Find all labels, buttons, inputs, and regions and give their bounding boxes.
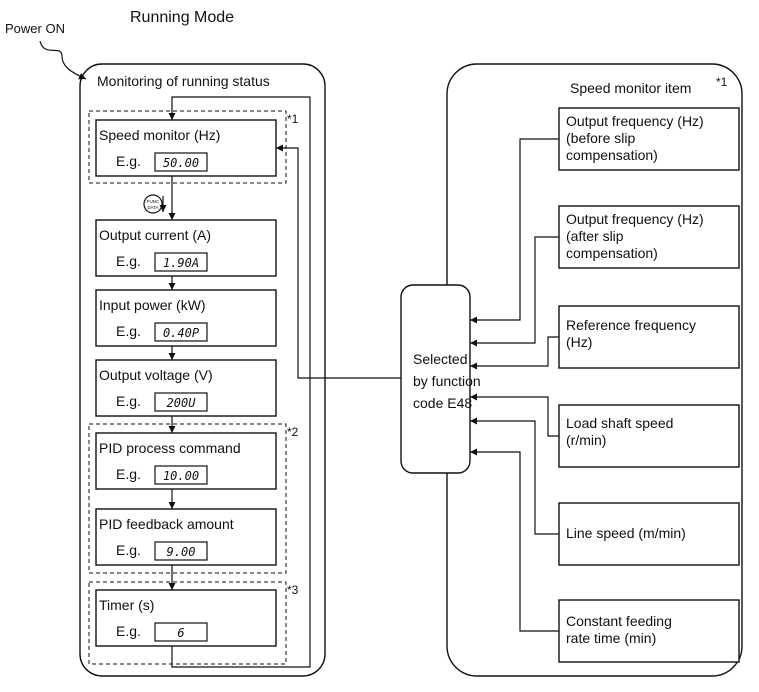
function-code-selector-box	[400, 284, 471, 474]
speed-monitor-label: Speed monitor (Hz)	[99, 127, 220, 143]
func-data-key-icon: FUNC DATA	[143, 194, 163, 214]
arrow-line-speed-to-selector	[470, 417, 559, 535]
arrow-after-slip-to-selector	[470, 236, 559, 347]
pid-command-eg: E.g.	[116, 466, 141, 482]
constant-feeding-time-box	[558, 599, 740, 663]
selector-to-speed-monitor-line	[276, 144, 401, 379]
load-shaft-speed-line-1: Load shaft speed	[566, 415, 673, 431]
output-voltage-example: 200U	[167, 396, 197, 410]
output-current-display	[154, 252, 208, 272]
output-freq-after-slip-line-2: (after slip	[566, 228, 624, 244]
group-1-note: *1	[287, 112, 299, 126]
output-freq-before-slip-box	[558, 107, 740, 171]
input-power-eg: E.g.	[116, 323, 141, 339]
line-speed-line-1: Line speed (m/min)	[566, 525, 686, 541]
speed-monitor-item-label: Speed monitor item	[570, 80, 691, 96]
output-current-example: 1.90A	[163, 256, 199, 270]
arrow-constant-feeding-to-selector	[470, 448, 559, 632]
output-freq-before-slip-line-1: Output frequency (Hz)	[566, 113, 704, 129]
speed-monitor-display	[154, 152, 208, 172]
pid-feedback-eg: E.g.	[116, 542, 141, 558]
return-loop-arrow	[168, 96, 311, 668]
timer-eg: E.g.	[116, 623, 141, 639]
pid-command-label: PID process command	[99, 440, 241, 456]
power-on-label: Power ON	[5, 21, 65, 36]
input-power-display	[154, 322, 208, 342]
arrow-load-shaft-to-selector	[470, 393, 559, 437]
output-freq-after-slip-line-3: compensation)	[566, 245, 658, 261]
reference-frequency-line-1: Reference frequency	[566, 317, 696, 333]
timer-label: Timer (s)	[99, 597, 154, 613]
pid-feedback-display	[154, 541, 208, 561]
reference-frequency-line-2: (Hz)	[566, 334, 592, 350]
output-current-label: Output current (A)	[99, 227, 211, 243]
line-speed-box	[558, 502, 740, 566]
constant-feeding-time-line-2: rate time (min)	[566, 630, 656, 646]
load-shaft-speed-line-2: (r/min)	[566, 432, 606, 448]
monitoring-panel-label: Monitoring of running status	[97, 73, 270, 89]
output-voltage-box	[95, 359, 277, 417]
selector-line-1: Selected	[413, 351, 467, 367]
timer-example: 6	[177, 626, 184, 640]
output-current-eg: E.g.	[116, 253, 141, 269]
func-key-label: FUNC	[147, 199, 160, 204]
output-voltage-display	[154, 392, 208, 412]
selector-line-3: code E48	[413, 395, 472, 411]
data-key-label: DATA	[147, 205, 158, 210]
group-2-outline	[88, 423, 287, 574]
arrow-before-slip-to-selector	[470, 138, 559, 324]
output-freq-after-slip-line-1: Output frequency (Hz)	[566, 211, 704, 227]
timer-display	[154, 622, 208, 642]
group-3-note: *3	[287, 583, 299, 597]
input-power-example: 0.40P	[163, 326, 200, 340]
output-freq-before-slip-line-3: compensation)	[566, 147, 658, 163]
load-shaft-speed-box	[558, 404, 740, 468]
input-power-label: Input power (kW)	[99, 297, 206, 313]
constant-feeding-time-line-1: Constant feeding	[566, 613, 672, 629]
pid-command-example: 10.00	[163, 469, 199, 483]
arrow-reference-to-selector	[470, 336, 559, 370]
speed-monitor-example: 50.00	[163, 156, 199, 170]
output-freq-after-slip-box	[558, 205, 740, 269]
selector-line-2: by function	[413, 373, 481, 389]
output-voltage-label: Output voltage (V)	[99, 367, 213, 383]
output-voltage-eg: E.g.	[116, 393, 141, 409]
output-freq-before-slip-line-2: (before slip	[566, 130, 635, 146]
running-mode-title: Running Mode	[130, 9, 234, 26]
group-1-outline	[88, 110, 287, 184]
pid-feedback-example: 9.00	[167, 545, 196, 559]
speed-monitor-eg: E.g.	[116, 153, 141, 169]
group-3-outline	[88, 581, 287, 665]
speed-monitor-item-note: *1	[716, 75, 728, 89]
pid-feedback-label: PID feedback amount	[99, 516, 234, 532]
pid-command-display	[154, 465, 208, 485]
power-on-arrow	[39, 40, 87, 80]
reference-frequency-box	[558, 305, 740, 369]
monitoring-panel	[79, 63, 326, 677]
group-2-note: *2	[287, 425, 299, 439]
